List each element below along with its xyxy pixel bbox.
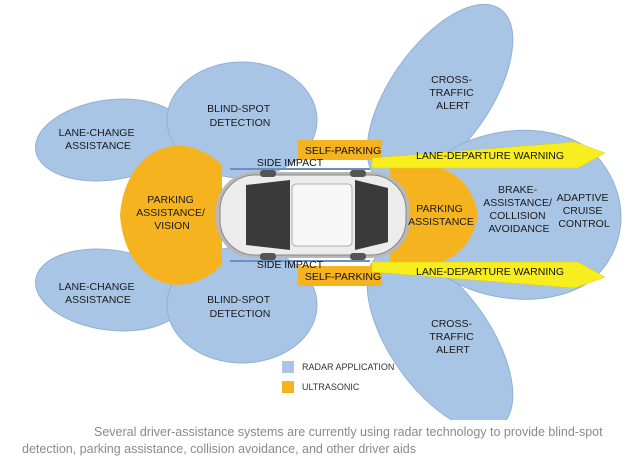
- parking-rear-label: PARKING ASSISTANCE/ VISION: [136, 194, 208, 232]
- radar-swatch: [282, 361, 294, 373]
- legend-ultrasonic-label: ULTRASONIC: [302, 382, 360, 392]
- blind-spot-bottom-label: BLIND-SPOT DETECTION: [207, 294, 273, 320]
- lane-departure-bottom-label: LANE-DEPARTURE WARNING: [416, 266, 564, 278]
- adaptive-cruise-label: ADAPTIVE CRUISE CONTROL: [557, 192, 612, 230]
- legend-radar-label: RADAR APPLICATION: [302, 362, 395, 372]
- cross-traffic-top-label: CROSS- TRAFFIC ALERT: [429, 74, 476, 112]
- brake-assistance-label: BRAKE- ASSISTANCE/ COLLISION AVOIDANCE: [483, 184, 555, 235]
- side-impact-bottom-label: SIDE IMPACT: [257, 259, 324, 271]
- lane-departure-bottom-bar: [371, 261, 606, 289]
- parking-front-zone: [390, 163, 478, 267]
- driver-assistance-diagram: LANE-CHANGE ASSISTANCE LANE-CHANGE ASSIS…: [35, 3, 622, 420]
- side-impact-top-label: SIDE IMPACT: [257, 157, 324, 169]
- side-impact-top-line: [230, 168, 370, 170]
- self-parking-bottom-label: SELF-PARKING: [305, 271, 381, 283]
- self-parking-top-bar: [298, 140, 382, 160]
- lane-change-bottom-label: LANE-CHANGE ASSISTANCE: [59, 281, 138, 306]
- parking-rear-zone: [120, 145, 222, 285]
- car: [216, 170, 410, 260]
- ultrasonic-swatch: [282, 381, 294, 393]
- lane-change-top-label: LANE-CHANGE ASSISTANCE: [59, 127, 138, 152]
- caption: Several driver-assistance systems are cu…: [22, 424, 622, 458]
- caption-line-2: detection, parking assistance, collision…: [22, 442, 416, 456]
- legend-ultrasonic: ULTRASONIC: [282, 378, 394, 396]
- self-parking-bottom-bar: [298, 266, 382, 286]
- blind-spot-top-label: BLIND-SPOT DETECTION: [207, 103, 273, 129]
- parking-front-label: PARKING ASSISTANCE: [408, 203, 474, 228]
- caption-line-1: Several driver-assistance systems are cu…: [94, 425, 603, 439]
- side-impact-bottom-line: [230, 260, 370, 262]
- lane-departure-top-label: LANE-DEPARTURE WARNING: [416, 150, 564, 162]
- self-parking-top-label: SELF-PARKING: [305, 145, 381, 157]
- legend-radar: RADAR APPLICATION: [282, 358, 394, 376]
- lane-departure-top-bar: [371, 141, 606, 169]
- cross-traffic-bottom-label: CROSS- TRAFFIC ALERT: [429, 318, 476, 356]
- legend: RADAR APPLICATION ULTRASONIC: [282, 358, 394, 398]
